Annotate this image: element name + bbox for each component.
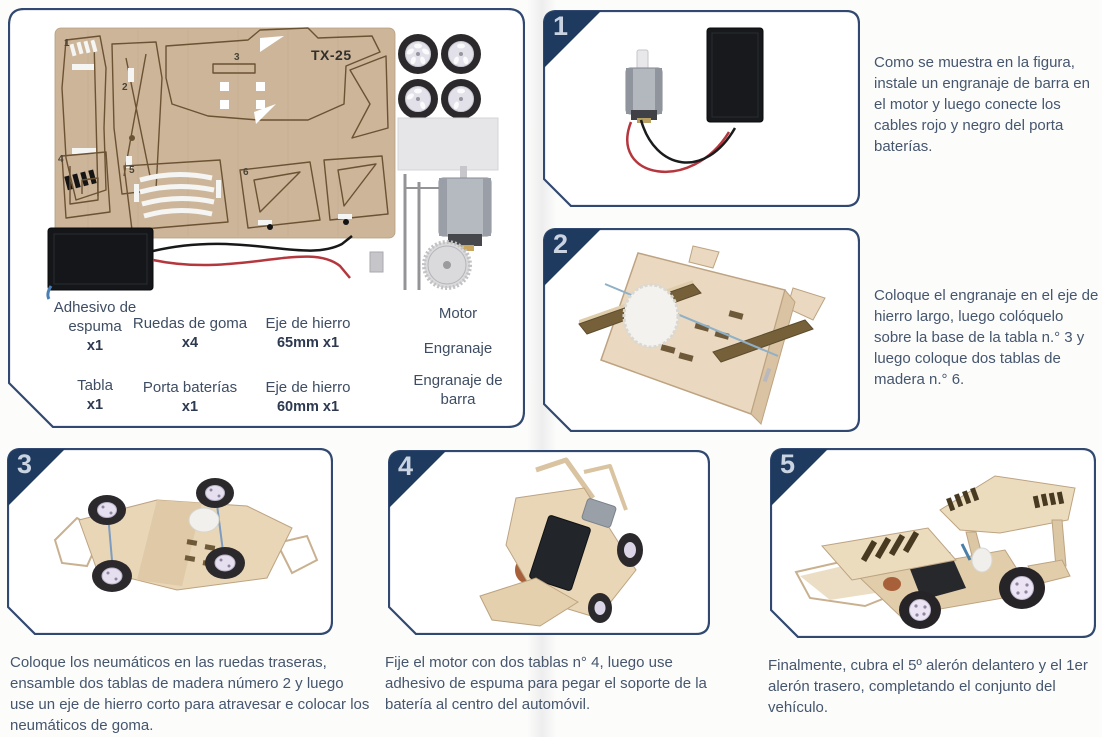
step-number: 4 [398,451,414,481]
parts-photo: 1 2 3 4 5 6 TX-25 [46,27,499,300]
piece-number: 3 [234,52,240,63]
bar-gear-part [369,251,384,273]
motor [581,498,617,528]
part-label-engranaje: Engranaje [403,339,513,358]
black-wire [152,235,353,253]
step-number-badge [544,11,601,68]
part-qty: x1 [86,338,104,354]
part-label-tabla: Tabla x1 [30,376,160,413]
part-qty: x1 [86,397,104,413]
wheel [92,560,132,592]
part-label-adhesivo: Adhesivo de espuma x1 [30,298,160,354]
part-name: Eje de hierro [265,379,351,396]
step-number: 1 [553,11,569,41]
step-2-description: Coloque el engranaje en el eje de hierro… [874,287,1099,388]
wood-sheet: 1 2 3 4 5 6 TX-25 [54,27,396,239]
part-label-eje-65: Eje de hierro 65mm x1 [248,314,368,351]
parts-panel: 1 2 3 4 5 6 TX-25 [8,8,525,428]
step-5-photo [794,475,1076,629]
red-wire [626,121,731,173]
part-qty: 65mm x1 [276,335,340,351]
wheel [899,591,941,629]
wheel [617,533,643,567]
part-name: Adhesivo de espuma [53,299,137,335]
wheel [588,593,612,623]
part-name: Engranaje de barra [413,372,503,408]
foam-adhesive-sheet [397,117,499,171]
part-qty: x4 [181,335,199,351]
step-3-photo [53,478,319,592]
part-label-ruedas: Ruedas de goma x4 [120,314,260,351]
piece-number: 4 [58,154,64,165]
step-number-badge [544,229,601,286]
sheet-model-label: TX-25 [311,47,352,63]
part-qty: x1 [181,399,199,415]
step-5-panel: 5 [770,448,1096,638]
step-number: 5 [780,449,796,479]
step-3-panel: 3 [7,448,333,635]
step-number-badge [389,451,446,508]
piece-number: 6 [243,167,249,178]
white-gear [622,283,680,349]
piece-number: 1 [64,38,70,49]
part-label-eje-60: Eje de hierro 60mm x1 [248,378,368,415]
rubber-wheels [398,34,481,119]
step-1-description: Como se muestra en la figura, instale un… [874,54,1090,155]
wheel [999,567,1045,609]
part-label-engranaje-barra: Engranaje de barra [398,371,518,409]
white-gear [971,547,993,573]
part-name: Tabla [77,377,113,394]
step-number: 3 [17,449,33,479]
battery-holder [46,227,353,300]
part-label-motor: Motor [408,304,508,323]
part-name: Motor [438,305,478,322]
battery-holder [529,515,591,591]
step-number: 2 [553,229,569,259]
step-4-description: Fije el motor con dos tablas n° 4, luego… [385,654,707,713]
piece-number: 2 [122,82,128,93]
part-qty: 60mm x1 [276,399,340,415]
step-4-photo [479,457,643,627]
step-panel-frame [543,10,860,207]
step-number-badge [8,449,65,506]
step-1-panel: 1 [543,10,860,207]
wheel [196,478,234,508]
motor-with-gear [625,49,663,123]
part-label-porta-baterias: Porta baterías x1 [120,378,260,415]
wheel [88,495,126,525]
black-wire [639,119,737,164]
axles-and-motor [403,166,492,290]
wheel [205,547,245,579]
piece-number: 5 [129,165,135,176]
step-5-description: Finalmente, cubra el 5º alerón delantero… [768,657,1088,716]
step-3-description: Coloque los neumáticos en las ruedas tra… [10,654,370,734]
battery-holder [706,27,764,123]
step-4-panel: 4 [388,450,710,635]
gear [422,240,472,290]
step-1-photo [625,27,764,173]
step-2-photo [578,245,826,425]
part-name: Eje de hierro [265,315,351,332]
red-wire [152,255,351,279]
part-name: Porta baterías [142,379,238,396]
step-2-panel: 2 [543,228,860,432]
white-gear [188,507,220,533]
step-number-badge [771,449,828,506]
part-name: Engranaje [423,340,493,357]
front-spoiler [821,527,957,581]
part-name: Ruedas de goma [132,315,248,332]
